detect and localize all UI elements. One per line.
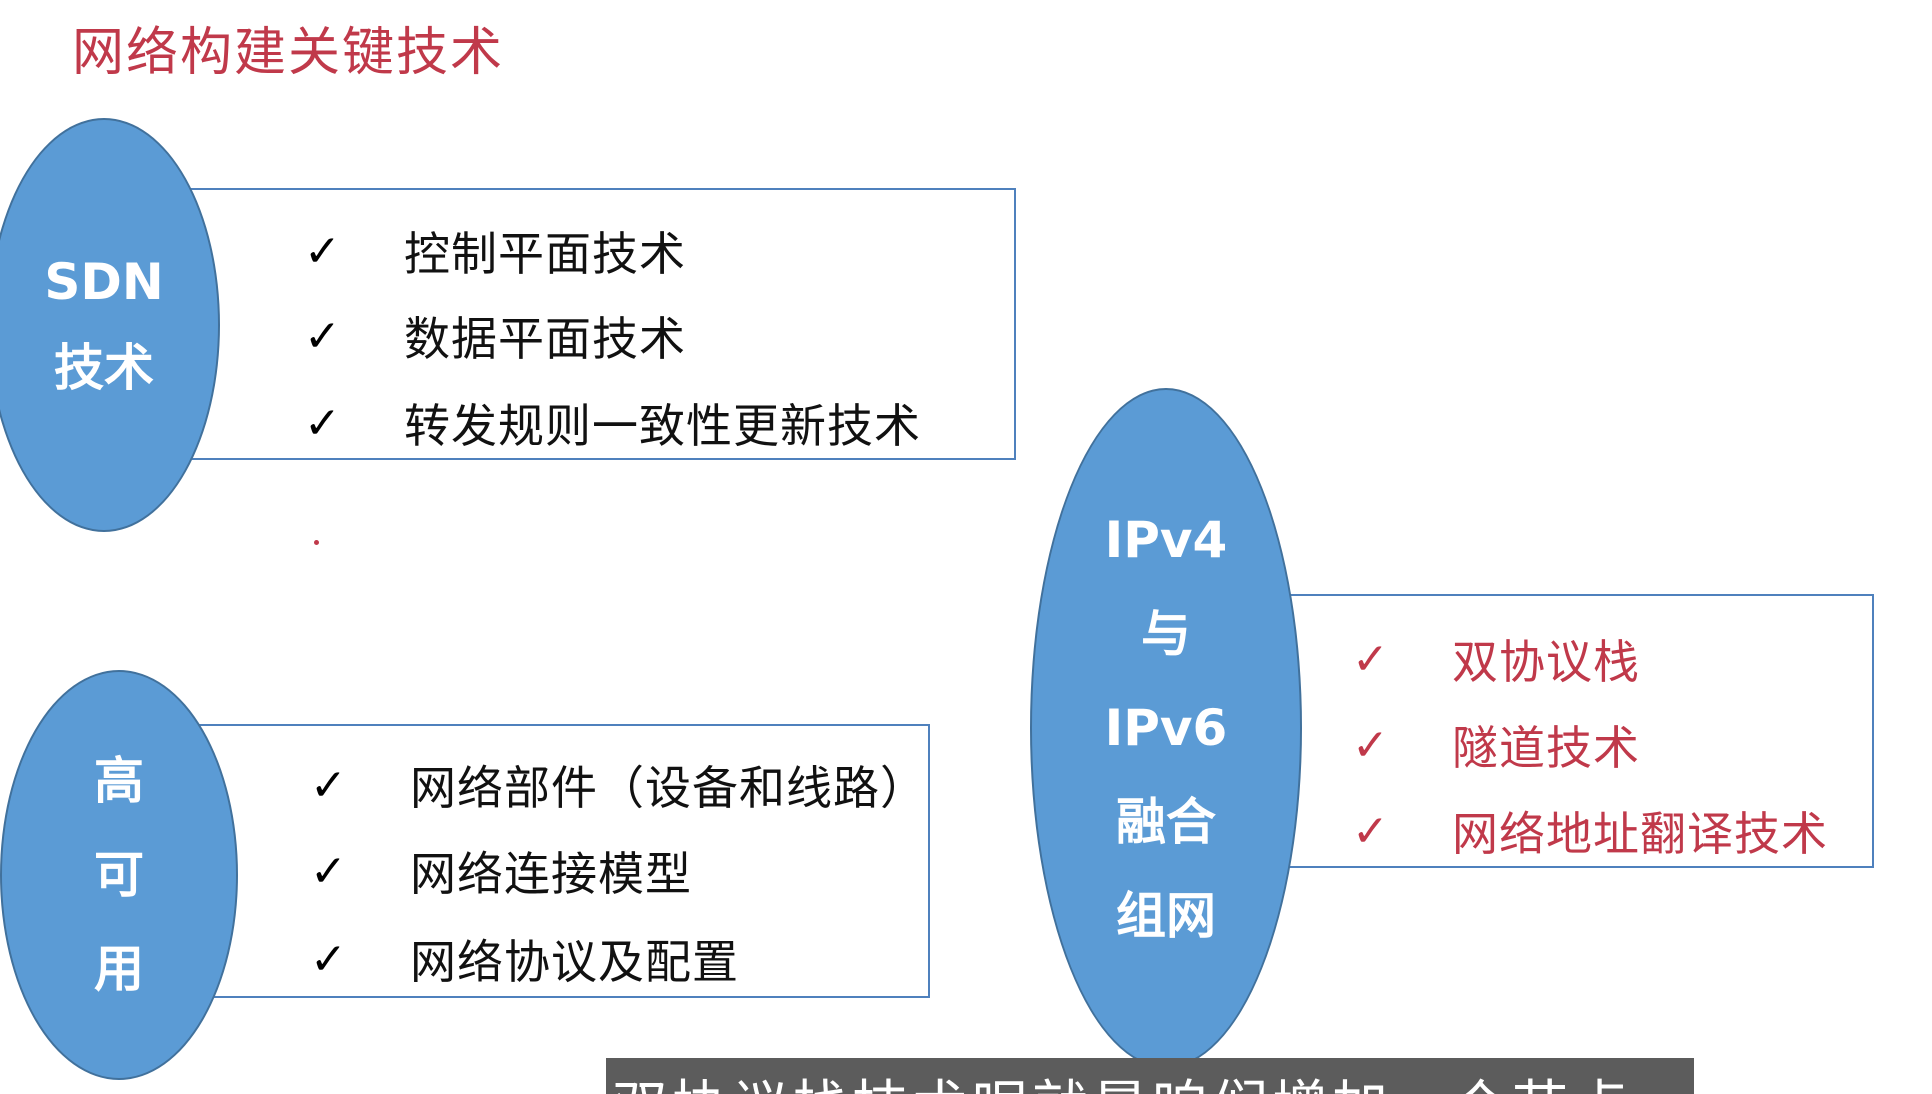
slide-title: 网络构建关键技术 (72, 23, 505, 83)
ha-ellipse: 高 可 用 (0, 670, 238, 1080)
check-icon: ✓ (310, 933, 347, 985)
subtitle-bar: 双协议栈技术呢就是咱们增加一个节点 (606, 1058, 1694, 1094)
check-icon: ✓ (310, 845, 347, 897)
subtitle-text: 双协议栈技术呢就是咱们增加一个节点 (612, 1062, 1632, 1094)
ha-item-1: ✓ 网络部件（设备和线路） (310, 752, 927, 818)
check-icon: ✓ (1352, 633, 1389, 685)
sdn-item-label: 控制平面技术 (404, 227, 686, 281)
ha-box (160, 724, 930, 998)
ha-item-label: 网络连接模型 (410, 847, 692, 901)
sdn-item-label: 数据平面技术 (404, 312, 686, 366)
ipv-label-line4: 融合 (1116, 793, 1216, 851)
ipv-ellipse: IPv4 与 IPv6 融合 组网 (1030, 388, 1302, 1068)
ipv-label-line5: 组网 (1116, 887, 1216, 945)
ha-item-label: 网络部件（设备和线路） (410, 761, 927, 815)
sdn-label-line1: SDN (44, 253, 164, 311)
decorative-dot (314, 540, 319, 545)
ipv-label-line3: IPv6 (1104, 699, 1228, 757)
ha-label-line2: 可 (94, 846, 144, 904)
ipv-item-label: 网络地址翻译技术 (1452, 807, 1828, 861)
ha-label-line1: 高 (94, 752, 144, 810)
ha-item-2: ✓ 网络连接模型 (310, 838, 692, 904)
ipv-box (1280, 594, 1874, 868)
check-icon: ✓ (304, 225, 341, 277)
check-icon: ✓ (1352, 719, 1389, 771)
ipv-item-label: 双协议栈 (1452, 635, 1640, 689)
check-icon: ✓ (310, 759, 347, 811)
ha-item-label: 网络协议及配置 (410, 935, 739, 989)
ipv-label-line1: IPv4 (1104, 511, 1228, 569)
ipv-item-1: ✓ 双协议栈 (1352, 626, 1640, 692)
sdn-item-2: ✓ 数据平面技术 (304, 303, 686, 369)
sdn-box (150, 188, 1016, 460)
sdn-ellipse: SDN 技术 (0, 118, 220, 532)
ipv-label-line2: 与 (1141, 605, 1191, 663)
sdn-item-1: ✓ 控制平面技术 (304, 218, 686, 284)
check-icon: ✓ (1352, 805, 1389, 857)
ha-label-line3: 用 (94, 940, 144, 998)
ipv-item-label: 隧道技术 (1452, 721, 1640, 775)
check-icon: ✓ (304, 397, 341, 449)
sdn-label-line2: 技术 (54, 339, 154, 397)
ipv-item-2: ✓ 隧道技术 (1352, 712, 1640, 778)
ha-item-3: ✓ 网络协议及配置 (310, 926, 739, 992)
ipv-item-3: ✓ 网络地址翻译技术 (1352, 798, 1828, 864)
sdn-item-3: ✓ 转发规则一致性更新技术 (304, 390, 921, 456)
check-icon: ✓ (304, 310, 341, 362)
sdn-item-label: 转发规则一致性更新技术 (404, 399, 921, 453)
